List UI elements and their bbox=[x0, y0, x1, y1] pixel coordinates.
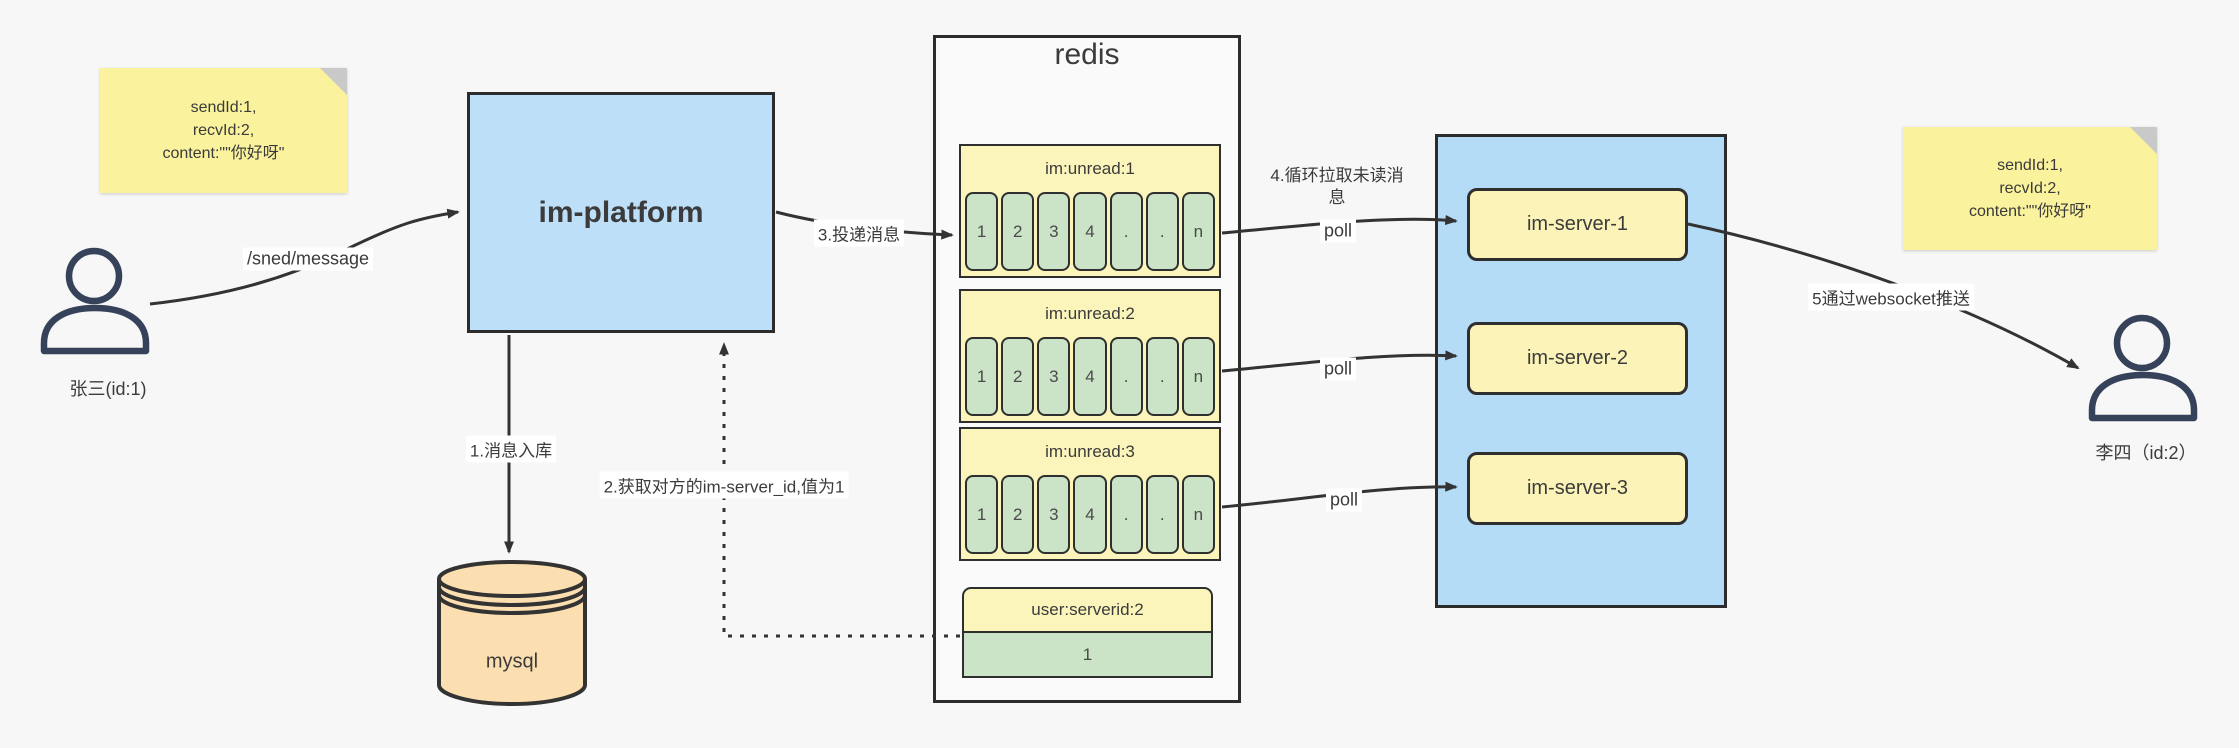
queue-header: im:unread:1 bbox=[1045, 159, 1135, 178]
queue-cell: n bbox=[1181, 475, 1215, 554]
send-endpoint-label: /sned/message bbox=[242, 247, 374, 271]
im-platform-label: im-platform bbox=[538, 195, 704, 229]
queue-cell: 3 bbox=[1037, 475, 1071, 554]
queue-cells: 1 2 3 4 . . n bbox=[961, 475, 1219, 554]
receiver-label: 李四（id:2） bbox=[2095, 443, 2197, 463]
im-server-3-node: im-server-3 bbox=[1467, 452, 1688, 525]
note-line: recvId:2, bbox=[1999, 180, 2061, 197]
queue-cell: 1 bbox=[965, 192, 999, 271]
queue-cell: 2 bbox=[1001, 192, 1035, 271]
queue-cells: 1 2 3 4 . . n bbox=[961, 192, 1219, 271]
user-icon bbox=[40, 247, 150, 355]
step3-label: 3.投递消息 bbox=[813, 219, 905, 247]
poll-label-3: poll bbox=[1325, 488, 1363, 512]
im-server-3-label: im-server-3 bbox=[1526, 477, 1629, 499]
redis-title: redis bbox=[1054, 38, 1120, 71]
queue-cell: . bbox=[1109, 192, 1143, 271]
mysql-label: mysql bbox=[485, 650, 539, 673]
note-line: content:""你好呀" bbox=[1969, 203, 2091, 220]
queue-im-unread-2: im:unread:2 1 2 3 4 . . n bbox=[959, 289, 1221, 423]
queue-cell: 3 bbox=[1037, 337, 1071, 416]
queue-cell: 4 bbox=[1073, 475, 1107, 554]
user-serverid-box: user:serverid:2 1 bbox=[962, 587, 1213, 678]
poll-label-1: poll bbox=[1319, 219, 1357, 243]
sender-message-note: sendId:1, recvId:2, content:""你好呀" bbox=[100, 68, 347, 193]
queue-cell: 4 bbox=[1073, 337, 1107, 416]
note-line: recvId:2, bbox=[192, 122, 255, 139]
queue-cell: n bbox=[1181, 192, 1215, 271]
queue-cell: . bbox=[1145, 337, 1179, 416]
note-fold-icon bbox=[2130, 127, 2157, 154]
user-serverid-key: user:serverid:2 bbox=[962, 587, 1213, 633]
queue-cell: n bbox=[1181, 337, 1215, 416]
queue-header: im:unread:2 bbox=[1045, 304, 1135, 323]
queue-cell: 3 bbox=[1037, 192, 1071, 271]
step2-label: 2.获取对方的im-server_id,值为1 bbox=[599, 471, 849, 499]
poll-label-2: poll bbox=[1319, 357, 1357, 381]
queue-im-unread-3: im:unread:3 1 2 3 4 . . n bbox=[959, 427, 1221, 561]
queue-cell: . bbox=[1109, 475, 1143, 554]
queue-cell: 1 bbox=[965, 475, 999, 554]
im-server-1-node: im-server-1 bbox=[1467, 188, 1688, 261]
step1-label: 1.消息入库 bbox=[465, 435, 557, 463]
queue-header: im:unread:3 bbox=[1045, 442, 1135, 461]
note-fold-icon bbox=[320, 68, 347, 95]
im-server-2-node: im-server-2 bbox=[1467, 322, 1688, 395]
queue-cell: . bbox=[1145, 192, 1179, 271]
im-server-2-label: im-server-2 bbox=[1526, 347, 1629, 369]
user-serverid-value: 1 bbox=[962, 633, 1213, 678]
step5-label: 5通过websocket推送 bbox=[1808, 283, 1974, 311]
im-server-1-label: im-server-1 bbox=[1526, 213, 1629, 235]
queue-cells: 1 2 3 4 . . n bbox=[961, 337, 1219, 416]
queue-cell: 4 bbox=[1073, 192, 1107, 271]
database-cylinder-icon bbox=[437, 560, 587, 707]
user-icon bbox=[2088, 314, 2198, 422]
im-platform-node: im-platform bbox=[467, 92, 775, 333]
queue-cell: 1 bbox=[965, 337, 999, 416]
queue-cell: . bbox=[1145, 475, 1179, 554]
note-line: sendId:1, bbox=[190, 99, 257, 116]
sender-label: 张三(id:1) bbox=[69, 379, 147, 399]
step4-label: 4.循环拉取未读消 息 bbox=[1270, 166, 1404, 207]
queue-cell: . bbox=[1109, 337, 1143, 416]
queue-cell: 2 bbox=[1001, 337, 1035, 416]
receiver-message-note: sendId:1, recvId:2, content:""你好呀" bbox=[1903, 127, 2157, 250]
queue-im-unread-1: im:unread:1 1 2 3 4 . . n bbox=[959, 144, 1221, 278]
note-line: content:""你好呀" bbox=[162, 145, 285, 162]
queue-cell: 2 bbox=[1001, 475, 1035, 554]
note-line: sendId:1, bbox=[1997, 157, 2063, 174]
